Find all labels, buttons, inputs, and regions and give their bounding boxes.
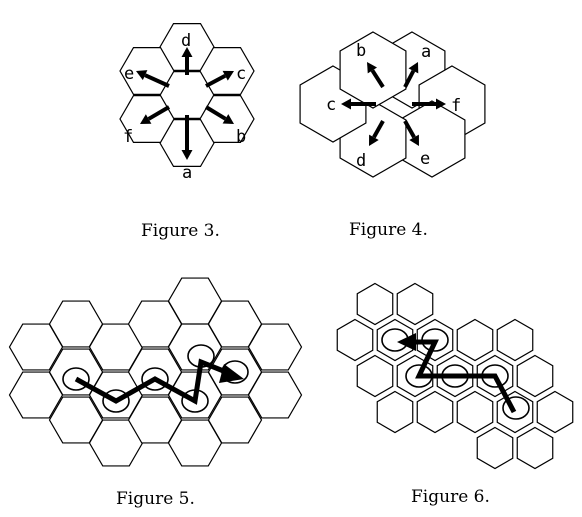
figure-4-label-d: d: [356, 151, 366, 171]
figure-3-label-b: b: [236, 127, 246, 147]
figure-3-label-e: e: [124, 64, 134, 84]
figure-3-direction-arrow-head: [181, 47, 193, 57]
figure-6-cell: [356, 282, 394, 326]
figure-4-caption: Figure 4.: [349, 220, 428, 240]
figure-4-direction-arrow-head: [369, 134, 379, 146]
figure-3-direction-arrow-head: [181, 150, 193, 160]
figure-6-cell: [396, 282, 434, 326]
figure-6-cell-marker: [502, 396, 530, 420]
figure-5-cell: [207, 396, 263, 444]
figure-3-direction-arrow: [144, 73, 170, 88]
figure-3-label-a: a: [182, 163, 192, 183]
figure-4-direction-arrow-head: [409, 134, 419, 146]
figure-3-direction-arrow: [147, 105, 171, 121]
figure-5-cell: [247, 323, 303, 371]
figure-6-cell: [356, 354, 394, 398]
figure-6-cell: [516, 426, 554, 470]
figure-4-direction-arrow: [403, 69, 416, 88]
figure-6-cell: [376, 390, 414, 434]
figure-5-arrowhead: [219, 364, 244, 383]
figure-5-caption: Figure 5.: [116, 489, 195, 509]
figure-6-cell: [496, 318, 534, 362]
figure-3-label-d: d: [181, 31, 191, 51]
figure-5-cell: [247, 371, 303, 419]
figure-4-direction-arrow-head: [341, 98, 351, 110]
figure-6-cell: [476, 426, 514, 470]
figure-3: d c b a f e Figure 3.: [119, 23, 255, 241]
figure-4-direction-arrow-head: [436, 98, 446, 110]
figure-6-cell: [336, 318, 374, 362]
figure-6: Figure 6.: [336, 282, 574, 507]
figure-4-direction-arrow-head: [367, 62, 378, 74]
figure-6-cell: [376, 318, 414, 362]
figure-3-direction-arrow-head: [222, 70, 234, 81]
figure-5-cell-marker: [62, 367, 90, 391]
figure-4-label-a: a: [421, 42, 431, 62]
figure-3-caption: Figure 3.: [141, 221, 220, 241]
figure-3-label-c: c: [236, 64, 246, 84]
figure-4-direction-arrow-head: [408, 62, 419, 74]
figure-6-cell: [456, 390, 494, 434]
figure-6-path-arrow: [414, 339, 517, 414]
figure-3-direction-arrow-head: [140, 114, 152, 124]
figure-6-caption: Figure 6.: [411, 487, 490, 507]
figure-3-direction-arrow-head: [136, 70, 148, 81]
figure-4-label-f: f: [451, 96, 461, 116]
figure-4-direction-arrow: [372, 120, 385, 139]
figure-6-cell: [416, 390, 454, 434]
figure-5-cells: [8, 277, 303, 467]
figure-3-arrows: [136, 47, 234, 160]
figure-4-arrows: [341, 62, 446, 146]
figure-3-direction-arrow: [205, 73, 227, 88]
figure-6-cell: [536, 390, 574, 434]
figure-4-label-b: b: [356, 41, 366, 61]
figure-4-direction-arrow: [370, 69, 385, 89]
figure-4-direction-arrow: [403, 120, 416, 139]
figure-3-label-f: f: [123, 127, 133, 147]
figure-5-cell-marker: [102, 389, 130, 413]
figure-5-cell-marker: [141, 367, 169, 391]
figure-6-cell: [456, 318, 494, 362]
figure-4-label-c: c: [326, 95, 336, 115]
figure-3-direction-arrow-head: [222, 114, 234, 124]
figure-5: Figure 5.: [8, 277, 303, 509]
figure-5-path-arrow: [74, 358, 227, 405]
figure-6-arrowhead: [397, 333, 416, 351]
figure-4: a f e d c b Figure 4.: [299, 31, 486, 240]
figure-3-direction-arrow: [204, 105, 227, 121]
figure-4-label-e: e: [420, 149, 430, 169]
figure-6-cell: [516, 354, 554, 398]
